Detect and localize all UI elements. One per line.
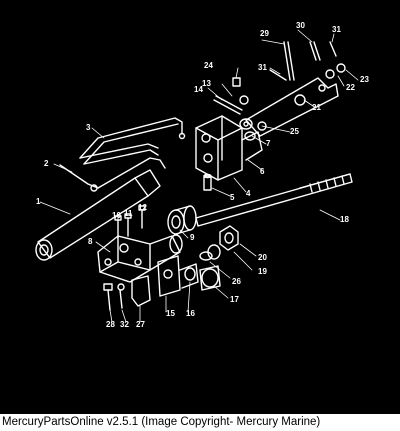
- part-number-label: 3: [86, 123, 91, 132]
- part-number-label: 19: [258, 267, 267, 276]
- cable-assembly: [79, 117, 186, 165]
- part-number-label: 20: [258, 253, 267, 262]
- part-number-label: 31: [332, 25, 341, 34]
- part-number-label: 9: [190, 233, 195, 242]
- part-number-label: 16: [186, 309, 195, 318]
- washer-set: [239, 118, 256, 141]
- bolt-set-top: [213, 77, 249, 115]
- part-number-label: 32: [120, 320, 129, 329]
- part-number-label: 13: [202, 79, 211, 88]
- bent-rod: [59, 157, 166, 192]
- steering-tube: [35, 169, 161, 261]
- part-number-label: 29: [260, 29, 269, 38]
- part-number-label: 17: [230, 295, 239, 304]
- part-number-label: 12: [138, 203, 147, 212]
- part-number-label: 15: [166, 309, 175, 318]
- part-number-label: 21: [312, 103, 321, 112]
- part-number-label: 5: [230, 193, 235, 202]
- part-number-label: 27: [136, 320, 145, 329]
- part-number-label: 28: [106, 320, 115, 329]
- long-shaft: [195, 173, 353, 227]
- diagram-drawing: 1234567891011121314151617181920212223242…: [35, 21, 369, 329]
- part-number-label: 11: [124, 209, 133, 218]
- part-number-label: 24: [204, 61, 213, 70]
- part-number-label: 23: [360, 75, 369, 84]
- part-number-label: 1: [36, 197, 41, 206]
- pin-set-upper: [269, 41, 346, 81]
- part-number-label: 8: [88, 237, 93, 246]
- lower-small-parts: [103, 275, 151, 311]
- part-number-label: 6: [260, 167, 265, 176]
- part-number-label: 14: [194, 85, 203, 94]
- part-number-label: 31: [258, 63, 267, 72]
- part-number-label: 2: [44, 159, 49, 168]
- part-number-label: 26: [232, 277, 241, 286]
- shaft-nut: [207, 225, 239, 260]
- part-number-label: 4: [246, 189, 251, 198]
- lower-bracket: [157, 251, 221, 297]
- part-number-label: 30: [296, 21, 305, 30]
- valve-screws: [114, 205, 146, 239]
- collar: [167, 205, 197, 235]
- steering-arm: [245, 77, 339, 137]
- leader-lines: [39, 29, 359, 323]
- part-number-label: 18: [340, 215, 349, 224]
- part-number-label: 10: [112, 211, 121, 220]
- part-number-label: 22: [346, 83, 355, 92]
- part-number-label: 7: [266, 139, 271, 148]
- part-number-label: 25: [290, 127, 299, 136]
- mounting-bracket: [195, 115, 263, 181]
- copyright-caption: MercuryPartsOnline v2.5.1 (Image Copyrig…: [2, 416, 321, 428]
- small-pin: [203, 173, 212, 191]
